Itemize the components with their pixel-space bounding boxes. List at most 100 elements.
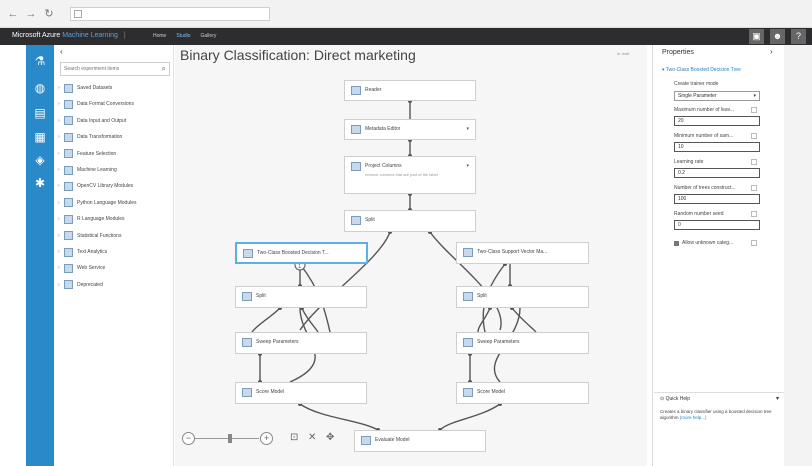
palette-item[interactable]: ›OpenCV Library Modules: [58, 180, 172, 192]
learning-rate-input[interactable]: 0.2: [674, 168, 760, 178]
module-label: Split: [256, 293, 266, 299]
info-icon[interactable]: [751, 107, 757, 113]
module-label: Evaluate Model: [375, 437, 410, 443]
chevron-down-icon[interactable]: ▾: [776, 396, 780, 402]
max-leaves-input[interactable]: 20: [674, 116, 760, 126]
account-icon[interactable]: ▣: [749, 29, 764, 44]
globe-icon[interactable]: ◍: [34, 81, 46, 95]
zoom-out-button[interactable]: −: [182, 432, 195, 445]
nav-studio[interactable]: Studio: [176, 33, 191, 39]
palette-item[interactable]: ›Statistical Functions: [58, 230, 172, 242]
help-icon[interactable]: ?: [791, 29, 806, 44]
allow-unknown-checkbox[interactable]: Allow unknown categ...: [674, 240, 733, 246]
module-node-reader[interactable]: Reader: [344, 80, 476, 101]
field-label: Maximum number of leav...: [674, 107, 734, 113]
module-node-bdt[interactable]: Two-Class Boosted Decision T...: [235, 242, 368, 264]
refresh-icon[interactable]: ↻: [44, 8, 54, 20]
palette-item[interactable]: ›R Language Modules: [58, 213, 172, 225]
module-label: Reader: [365, 87, 382, 93]
info-icon[interactable]: [751, 159, 757, 165]
zoom-slider-handle[interactable]: [228, 434, 232, 443]
module-icon: [242, 388, 252, 397]
chevron-down-icon[interactable]: ▾: [466, 163, 469, 169]
palette-item[interactable]: ›Deprecated: [58, 279, 172, 291]
info-icon[interactable]: [751, 185, 757, 191]
back-icon[interactable]: ←: [7, 8, 19, 20]
module-node-sweepR[interactable]: Sweep Parameters: [456, 332, 589, 354]
zoom-controls: − + ⊡ ✕ ✥: [178, 430, 348, 450]
layers-icon[interactable]: ▦: [34, 130, 46, 144]
actual-size-icon[interactable]: ✕: [308, 432, 317, 443]
module-category-icon: [64, 231, 73, 241]
palette-search: ⌕: [60, 62, 170, 76]
search-input[interactable]: [61, 63, 151, 75]
min-samples-input[interactable]: 10: [674, 142, 760, 152]
users-icon[interactable]: ☻: [770, 29, 785, 44]
chevron-down-icon[interactable]: ▾: [466, 126, 469, 132]
palette-item[interactable]: ›Machine Learning: [58, 164, 172, 176]
palette-item-label: Deprecated: [77, 281, 103, 288]
pan-icon[interactable]: ✥: [326, 432, 335, 443]
cube-icon[interactable]: ◈: [35, 153, 45, 167]
module-node-evaluate[interactable]: Evaluate Model: [354, 430, 486, 452]
brand[interactable]: Microsoft Azure Machine Learning |: [12, 32, 130, 39]
search-icon[interactable]: ⌕: [161, 64, 166, 73]
palette-item[interactable]: ›Feature Selection: [58, 148, 172, 160]
field-label: Random number seed: [674, 211, 724, 217]
info-icon[interactable]: [751, 240, 757, 246]
brand-name: Microsoft Azure: [12, 32, 61, 39]
module-category-icon: [64, 149, 73, 159]
chevron-right-icon: ›: [58, 101, 60, 108]
info-icon[interactable]: [751, 133, 757, 139]
module-icon: [242, 292, 252, 301]
num-trees-input[interactable]: 100: [674, 194, 760, 204]
palette-item[interactable]: ›Data Input and Output: [58, 115, 172, 127]
page-title: Binary Classification: Direct marketing: [180, 47, 416, 63]
palette-item-label: Machine Learning: [77, 167, 117, 173]
nav-home[interactable]: Home: [153, 33, 167, 39]
more-help-link[interactable]: (more help...): [679, 415, 707, 420]
module-node-splitL[interactable]: Split: [235, 286, 367, 308]
collapse-properties-icon[interactable]: ›: [770, 47, 773, 56]
flask-icon[interactable]: ⚗: [34, 54, 46, 68]
module-node-svm[interactable]: Two-Class Support Vector Ma...: [456, 242, 589, 264]
palette-item[interactable]: ›Web Service: [58, 262, 172, 274]
module-label: Split: [477, 293, 487, 299]
module-node-sweepL[interactable]: Sweep Parameters: [235, 332, 367, 354]
palette-item[interactable]: ›Data Format Conversions: [58, 98, 172, 110]
checkbox-label: Allow unknown categ...: [682, 240, 734, 246]
module-category-icon: [64, 214, 73, 224]
brand-suffix: Machine Learning: [62, 32, 118, 39]
address-bar[interactable]: [70, 7, 270, 21]
palette-item[interactable]: ›Python Language Modules: [58, 197, 172, 209]
fit-screen-icon[interactable]: ⊡: [290, 432, 299, 443]
zoom-in-button[interactable]: +: [260, 432, 273, 445]
module-node-scoreR[interactable]: Score Model: [456, 382, 589, 404]
app-header: Microsoft Azure Machine Learning | Home …: [0, 28, 812, 45]
trainer-mode-select[interactable]: Single Parameter ▾: [674, 91, 760, 101]
quick-help-header[interactable]: [654, 392, 784, 403]
palette-item[interactable]: ›Data Transformation: [58, 131, 172, 143]
module-icon: [242, 338, 252, 347]
module-node-metadata[interactable]: Metadata Editor ▾: [344, 119, 476, 140]
palette-item[interactable]: ›Saved Datasets: [58, 82, 172, 94]
random-seed-input[interactable]: 0: [674, 220, 760, 230]
module-label: Score Model: [477, 389, 506, 395]
module-label: Metadata Editor: [365, 126, 401, 132]
palette-item[interactable]: ›Text Analytics: [58, 246, 172, 258]
properties-section[interactable]: ▾ Two-Class Boosted Decision Tree: [662, 67, 741, 73]
palette-item-label: R Language Modules: [77, 216, 125, 223]
module-label: Sweep Parameters: [256, 339, 299, 345]
collapse-palette-icon[interactable]: ‹: [60, 47, 63, 56]
module-node-splitR[interactable]: Split: [456, 286, 589, 308]
info-icon[interactable]: [751, 211, 757, 217]
field-label: Number of trees construct...: [674, 185, 736, 191]
module-icon: [463, 388, 473, 397]
gear-icon[interactable]: ✱: [34, 176, 46, 190]
forward-icon[interactable]: →: [25, 8, 37, 20]
module-node-scoreL[interactable]: Score Model: [235, 382, 367, 404]
module-node-split1[interactable]: Split: [344, 210, 476, 232]
nav-gallery[interactable]: Gallery: [200, 33, 217, 39]
document-icon[interactable]: ▤: [34, 106, 46, 120]
